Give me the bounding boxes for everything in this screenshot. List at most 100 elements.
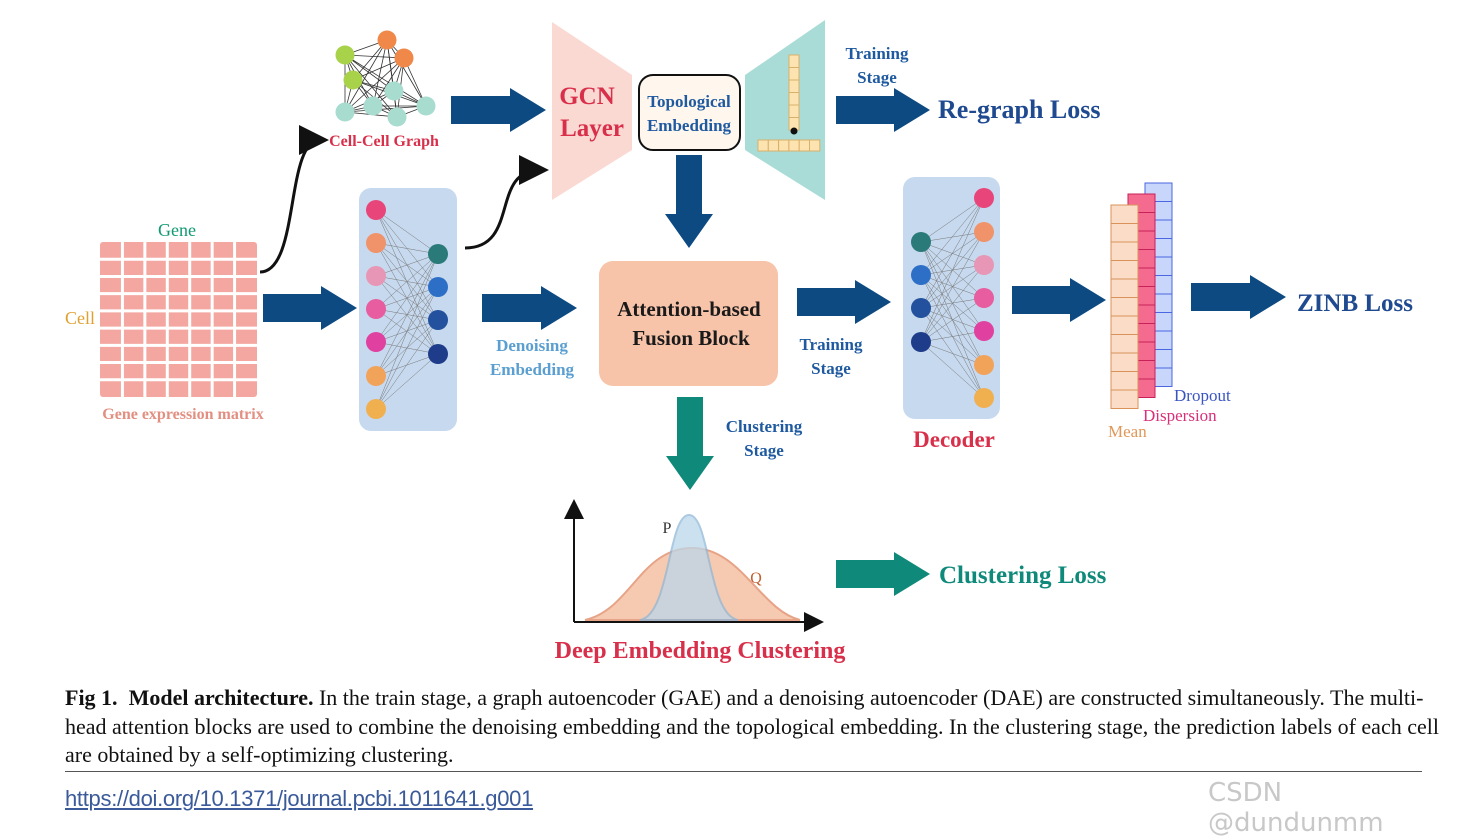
doi-link[interactable]: https://doi.org/10.1371/journal.pcbi.101… [65, 786, 534, 811]
decoder-edge [920, 197, 985, 343]
mean-stack-cell [1110, 278, 1139, 298]
graph-reconstruction-vectors [757, 54, 821, 152]
encoder-edge [375, 242, 439, 255]
p-label: P [663, 520, 672, 537]
graph-node [377, 30, 397, 50]
decoder-edge [920, 330, 985, 343]
gene-label: Gene [158, 220, 196, 240]
graph-edge [344, 105, 427, 113]
decoder-edge [920, 197, 985, 276]
decoder-latent-node [911, 232, 931, 252]
encoder-input-node [366, 366, 386, 386]
gcn-layer-shape [552, 22, 632, 200]
arrow-graph-to-gcn [451, 88, 546, 132]
decoder-edge [920, 341, 985, 366]
encoder-edge [375, 253, 439, 410]
matrix-bg [100, 242, 257, 397]
graph-edge [344, 54, 405, 59]
vector-column-cell [788, 92, 800, 106]
fusion-label-line2: Fusion Block [632, 326, 750, 350]
encoder-latent-node [428, 244, 448, 264]
vector-row-cell [809, 139, 821, 152]
cell-cell-graph-icon [335, 30, 436, 127]
arrow-encoder-to-fusion [482, 286, 577, 330]
mean-stack-cell [1110, 315, 1139, 335]
encoder-edge [375, 242, 439, 355]
decoder-edge [920, 307, 985, 332]
gene-expression-matrix [100, 242, 257, 397]
training-stage-top-line1: Training [846, 44, 909, 63]
encoder-latent-node [428, 277, 448, 297]
topo-label-line1: Topological [647, 92, 731, 111]
mean-label: Mean [1108, 422, 1147, 441]
graph-node [335, 45, 355, 65]
encoder-edge [375, 353, 439, 410]
graph-node [343, 70, 363, 90]
watermark: CSDN @dundunmm [1208, 778, 1384, 838]
arrow-matrix-to-encoder [263, 286, 357, 330]
clustering-loss-label: Clustering Loss [939, 562, 1107, 589]
zinb-parameter-stacks [1110, 182, 1173, 409]
encoder-edge [375, 353, 439, 377]
decoder-output-node [974, 188, 994, 208]
caption-body: In the train stage, a graph autoencoder … [65, 685, 1439, 767]
denoising-label-line2: Embedding [490, 360, 575, 379]
q-label: Q [750, 570, 762, 587]
fusion-label-line1: Attention-based [617, 297, 761, 321]
vector-column-cell [788, 67, 800, 81]
encoder-input-node [366, 332, 386, 352]
architecture-diagram: Gene Cell Gene expression matrix Cell-Ce… [65, 20, 1413, 664]
topo-label-line2: Embedding [647, 116, 732, 135]
fusion-block-shape [599, 261, 778, 386]
encoder-edge [375, 209, 439, 355]
graph-node [363, 96, 383, 116]
mean-stack-cell [1110, 334, 1139, 354]
arrow-fusion-to-decoder [797, 280, 891, 324]
distribution-plot [564, 499, 824, 632]
mean-stack-cell [1110, 352, 1139, 372]
curve-arrow-to-graph [259, 125, 329, 274]
decoder-latent-node [911, 298, 931, 318]
decoder-latent-node [911, 332, 931, 352]
decoder-edge [920, 197, 985, 243]
decoder-output-node [974, 321, 994, 341]
mean-stack-cell [1110, 204, 1139, 224]
vector-row-cell [778, 139, 790, 152]
mean-stack-cell [1110, 241, 1139, 261]
graph-node [416, 96, 436, 116]
graph-edge [386, 39, 427, 107]
graph-edge [344, 54, 427, 107]
graph-decoder-shape [745, 20, 825, 200]
decoder-edge [920, 341, 985, 399]
decoder-edge [920, 231, 985, 243]
curve-p [639, 513, 739, 621]
decoder-output-node [974, 222, 994, 242]
encoder-edge [375, 253, 439, 343]
decoder-output-node [974, 255, 994, 275]
encoder-input-node [366, 266, 386, 286]
graph-node [394, 48, 414, 68]
flow-arrows [263, 88, 1286, 596]
denoising-label-line1: Denoising [496, 336, 568, 355]
decoder-label: Decoder [913, 427, 995, 452]
decoder-edge [920, 297, 985, 309]
training-stage-mid-line1: Training [800, 335, 863, 354]
graph-node [387, 107, 407, 127]
figure-caption: Fig 1. Model architecture. In the train … [65, 684, 1445, 770]
vector-column-cell [788, 104, 800, 118]
mean-stack-cell [1110, 297, 1139, 317]
graph-edge [372, 39, 388, 107]
graph-node [335, 102, 355, 122]
clustering-stage-line1: Clustering [726, 417, 803, 436]
clustering-stage-line2: Stage [744, 441, 784, 460]
arrow-to-regraph-loss [836, 88, 930, 132]
arrow-fusion-to-clustering [666, 397, 714, 490]
decoder-network [911, 188, 994, 408]
encoder-input-node [366, 399, 386, 419]
decoder-output-node [974, 388, 994, 408]
vector-dot [790, 127, 798, 135]
decoder-output-node [974, 288, 994, 308]
vector-row-cell [757, 139, 769, 152]
gcn-label-line2: Layer [560, 115, 624, 142]
encoder-edge [375, 319, 439, 410]
